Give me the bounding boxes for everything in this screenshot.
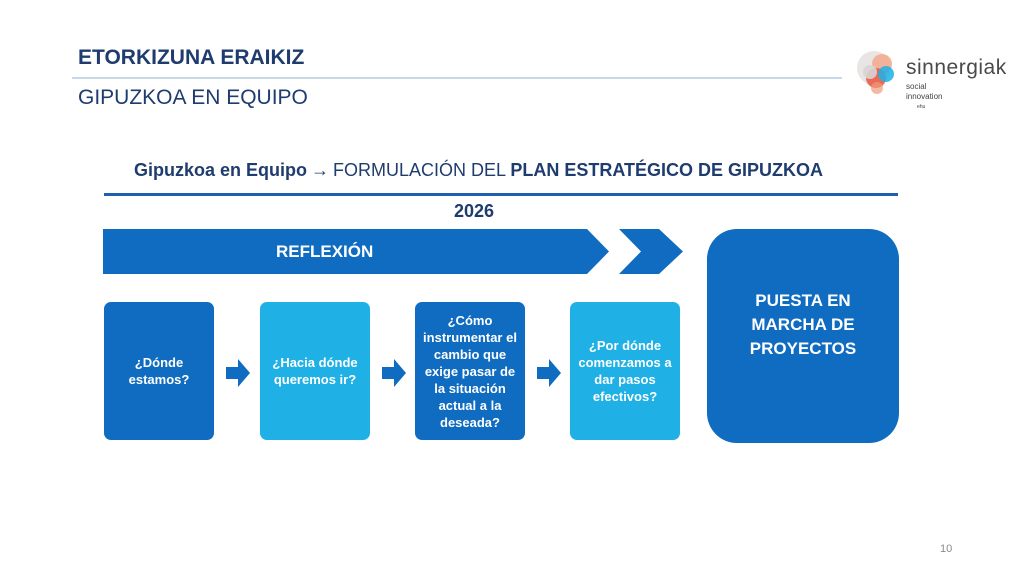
step-text-1: ¿Dónde estamos? (128, 355, 190, 387)
title-divider (72, 77, 842, 79)
reflexion-banner (103, 229, 683, 274)
page-number: 10 (940, 543, 953, 555)
step-box-3: ¿Cómo instrumentar el cambio que exige p… (415, 302, 525, 440)
reflexion-chevron-main (103, 229, 609, 274)
heading-gipuzkoa: Gipuzkoa en Equipo (134, 160, 308, 180)
step-text-4: ¿Por dónde comenzamos a dar pasos efecti… (578, 338, 672, 404)
right-arrow-icon: → (311, 160, 330, 180)
logo-partner: ehu (917, 104, 926, 110)
logo-tagline-social: social (906, 82, 927, 91)
heading-divider (104, 193, 898, 196)
sinnergiak-logo-icon (857, 51, 894, 94)
final-stage-text: PUESTA EN MARCHA DE PROYECTOS (749, 291, 857, 358)
arrow-right-icon (537, 359, 561, 387)
diagram-heading: Gipuzkoa en Equipo→FORMULACIÓN DEL PLAN … (134, 160, 823, 181)
heading-year: 2026 (454, 201, 495, 221)
reflexion-chevron-small (619, 229, 683, 274)
slide-subtitle: GIPUZKOA EN EQUIPO (78, 86, 308, 109)
heading-plan: PLAN ESTRATÉGICO DE GIPUZKOA (510, 160, 824, 180)
arrow-right-icon (382, 359, 406, 387)
arrow-right-icon (226, 359, 250, 387)
phase-label: REFLEXIÓN (276, 242, 374, 261)
slide-title: ETORKIZUNA ERAIKIZ (78, 46, 305, 69)
heading-formulacion: FORMULACIÓN DEL (333, 160, 511, 180)
logo-wordmark: sinnergiak (906, 56, 1007, 79)
step-box-4: ¿Por dónde comenzamos a dar pasos efecti… (570, 302, 680, 440)
step-text-3: ¿Cómo instrumentar el cambio que exige p… (423, 312, 517, 430)
logo-tagline-innovation: innovation (906, 92, 943, 101)
final-stage-box: PUESTA EN MARCHA DE PROYECTOS (707, 229, 899, 443)
step-box-1: ¿Dónde estamos? (104, 302, 214, 440)
step-text-2: ¿Hacia dónde queremos ir? (272, 355, 358, 387)
step-box-2: ¿Hacia dónde queremos ir? (260, 302, 370, 440)
